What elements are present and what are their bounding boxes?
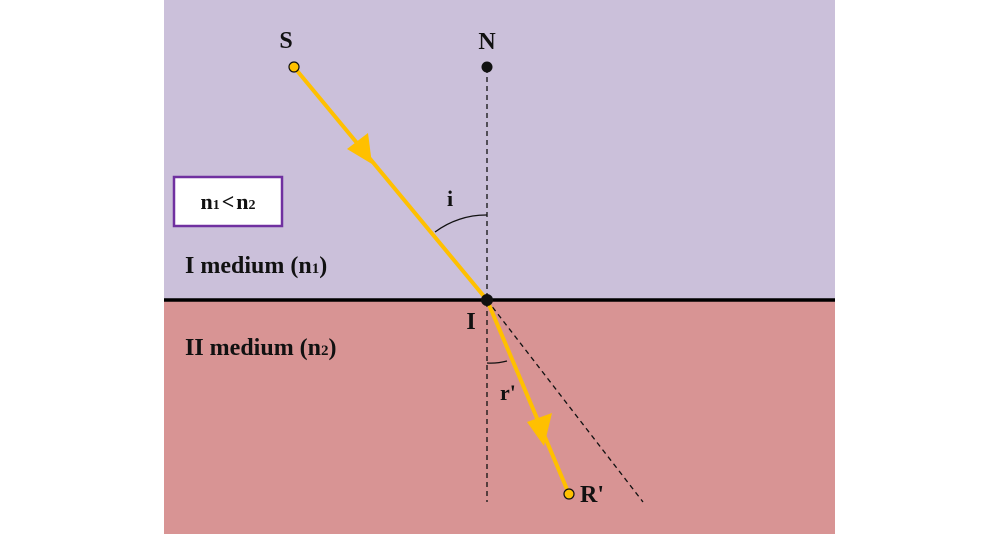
medium-2-close: ) xyxy=(329,335,337,361)
medium-1-close: ) xyxy=(319,253,327,279)
condition-box-frame xyxy=(172,175,284,228)
condition-box: n1<n2 xyxy=(172,175,284,228)
medium-2-subscript: 2 xyxy=(321,343,329,359)
angle-i-arc xyxy=(434,214,488,233)
source-label: S xyxy=(279,28,292,54)
condition-n2: n xyxy=(236,189,248,214)
medium-2-region xyxy=(164,300,835,534)
angle-r-arc xyxy=(486,360,508,364)
medium-1-text: I medium (n xyxy=(185,253,312,279)
refracted-end-point xyxy=(563,488,575,500)
medium-1-region xyxy=(164,0,835,300)
condition-n1-subscript: 1 xyxy=(213,198,220,213)
normal-label: N xyxy=(478,29,496,55)
refracted-ray-arrowhead xyxy=(527,413,552,446)
angle-r-label: r' xyxy=(500,380,516,405)
medium-2-text: II medium (n xyxy=(185,335,321,361)
incidence-point xyxy=(481,294,493,306)
refracted-end-label: R' xyxy=(580,482,604,508)
medium-2-label: II medium (n2) xyxy=(185,335,337,361)
medium-1-subscript: 1 xyxy=(312,261,320,277)
condition-operator: < xyxy=(222,189,235,214)
angle-i-label: i xyxy=(447,186,453,211)
condition-text: n1<n2 xyxy=(200,189,255,214)
source-point xyxy=(288,61,300,73)
condition-n1: n xyxy=(200,189,212,214)
incidence-point-label: I xyxy=(466,309,475,335)
condition-n2-subscript: 2 xyxy=(249,198,256,213)
medium-1-label: I medium (n1) xyxy=(185,253,327,279)
refracted-ray xyxy=(485,299,571,495)
incident-ray xyxy=(292,65,489,302)
normal-point xyxy=(481,61,493,73)
incident-ray-extension xyxy=(486,299,644,503)
incident-ray-arrowhead xyxy=(347,133,372,164)
